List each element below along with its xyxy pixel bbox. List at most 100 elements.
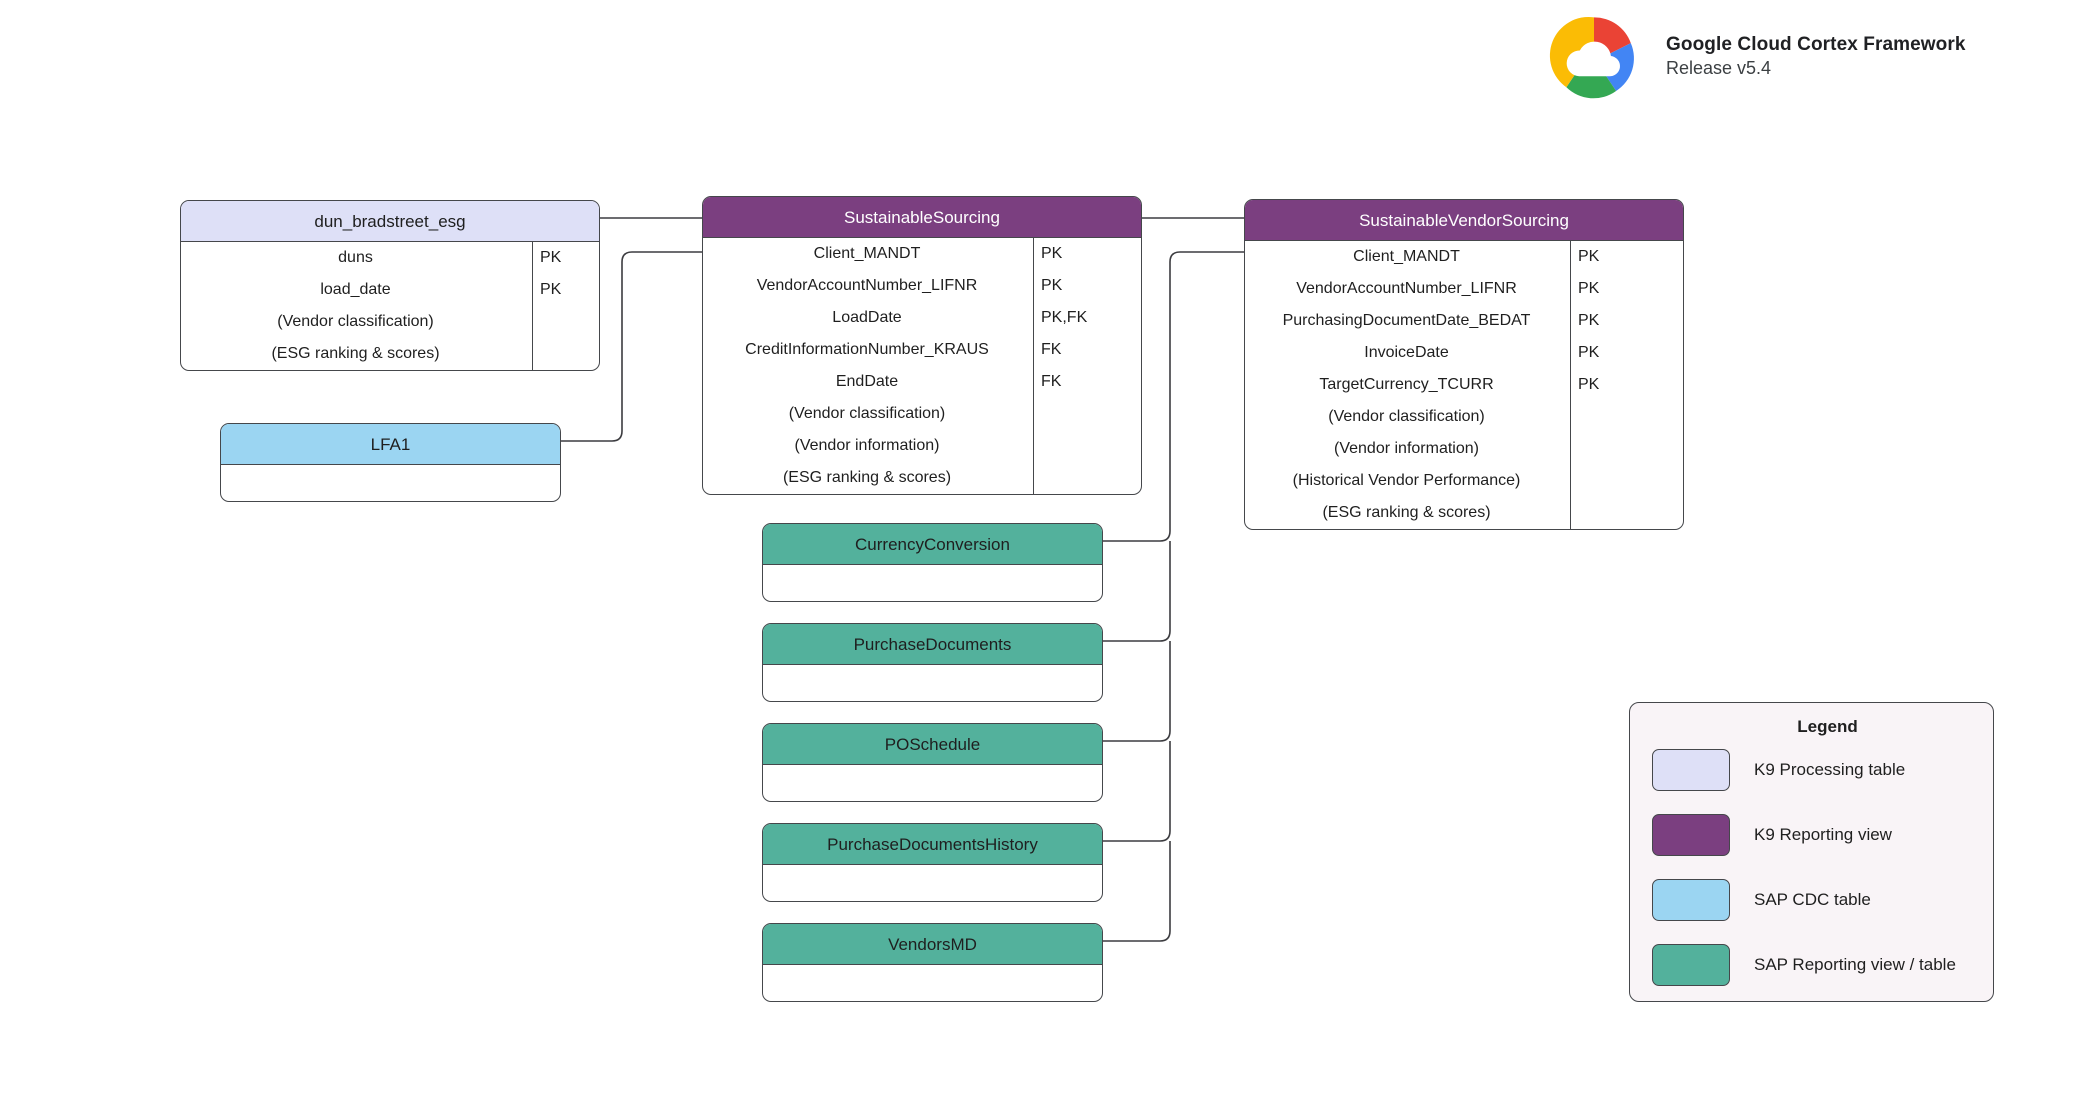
entity-title-SustainableVendorSourcing: SustainableVendorSourcing bbox=[1245, 200, 1683, 241]
table-row: (ESG ranking & scores) bbox=[1245, 497, 1683, 529]
entity-empty-body bbox=[763, 765, 1102, 801]
key-column-divider bbox=[1033, 238, 1034, 494]
entity-body-LFA1 bbox=[221, 465, 560, 501]
entity-POSchedule[interactable]: POSchedule bbox=[762, 723, 1103, 802]
field-key-badge: PK bbox=[540, 281, 562, 298]
entity-title-LFA1: LFA1 bbox=[221, 424, 560, 465]
legend-item-k9view: K9 Reporting view bbox=[1630, 802, 1993, 867]
field-name: (ESG ranking & scores) bbox=[782, 469, 952, 486]
entity-title-dun_bradstreet_esg: dun_bradstreet_esg bbox=[181, 201, 599, 242]
table-row: (ESG ranking & scores) bbox=[181, 338, 599, 370]
entity-CurrencyConversion[interactable]: CurrencyConversion bbox=[762, 523, 1103, 602]
field-name: Client_MANDT bbox=[813, 245, 921, 262]
entity-empty-body bbox=[763, 565, 1102, 601]
entity-empty-body bbox=[763, 865, 1102, 901]
field-name: TargetCurrency_TCURR bbox=[1319, 376, 1494, 393]
connector-POSchedule-to-SustainableVendorSourcing bbox=[1103, 641, 1171, 742]
key-column-divider bbox=[532, 242, 533, 370]
brand-release: Release v5.4 bbox=[1666, 57, 1772, 78]
entity-body-VendorsMD bbox=[763, 965, 1102, 1001]
field-name: VendorAccountNumber_LIFNR bbox=[1296, 280, 1517, 297]
entity-empty-body bbox=[763, 965, 1102, 1001]
connector-PurchaseDocumentsHistory-to-SustainableVendorSourcing bbox=[1103, 741, 1171, 842]
field-name: (Historical Vendor Performance) bbox=[1292, 472, 1521, 489]
legend-swatch bbox=[1652, 878, 1730, 921]
entity-body-PurchaseDocumentsHistory bbox=[763, 865, 1102, 901]
connector-PurchaseDocuments-to-SustainableVendorSourcing bbox=[1103, 541, 1171, 642]
entity-title-CurrencyConversion: CurrencyConversion bbox=[763, 524, 1102, 565]
brand-header: Google Cloud Cortex Framework Release v5… bbox=[1538, 10, 1966, 102]
field-name: EndDate bbox=[835, 373, 899, 390]
field-key-badge: PK bbox=[1041, 245, 1063, 262]
entity-title-VendorsMD: VendorsMD bbox=[763, 924, 1102, 965]
field-key-badge: PK bbox=[540, 249, 562, 266]
legend-item-k9proc: K9 Processing table bbox=[1630, 737, 1993, 802]
table-row: EndDate FK bbox=[703, 366, 1141, 398]
entity-body-CurrencyConversion bbox=[763, 565, 1102, 601]
entity-body-PurchaseDocuments bbox=[763, 665, 1102, 701]
field-key-badge: PK bbox=[1578, 248, 1600, 265]
legend-swatch bbox=[1652, 813, 1730, 856]
legend-label: K9 Processing table bbox=[1754, 759, 1906, 779]
field-name: LoadDate bbox=[832, 309, 902, 326]
table-row: (Vendor classification) bbox=[1245, 401, 1683, 433]
table-row: (Vendor classification) bbox=[703, 398, 1141, 430]
field-name: (ESG ranking & scores) bbox=[271, 345, 440, 362]
field-name: duns bbox=[338, 249, 373, 266]
field-name: (Vendor classification) bbox=[1328, 408, 1485, 425]
table-row: (Historical Vendor Performance) bbox=[1245, 465, 1683, 497]
entity-empty-body bbox=[763, 665, 1102, 701]
entity-empty-body bbox=[221, 465, 560, 501]
key-column-divider bbox=[1570, 241, 1571, 529]
field-key-badge: FK bbox=[1041, 373, 1062, 390]
field-name: PurchasingDocumentDate_BEDAT bbox=[1282, 312, 1531, 329]
entity-title-SustainableSourcing: SustainableSourcing bbox=[703, 197, 1141, 238]
table-row: (Vendor classification) bbox=[181, 306, 599, 338]
field-name: (Vendor information) bbox=[1334, 440, 1479, 457]
entity-PurchaseDocuments[interactable]: PurchaseDocuments bbox=[762, 623, 1103, 702]
field-key-badge: FK bbox=[1041, 341, 1062, 358]
field-key-badge: PK bbox=[1578, 376, 1600, 393]
connector-VendorsMD-to-SustainableVendorSourcing bbox=[1103, 841, 1171, 942]
legend-swatch bbox=[1652, 943, 1730, 986]
table-row: Client_MANDT PK bbox=[1245, 241, 1683, 273]
entity-body-POSchedule bbox=[763, 765, 1102, 801]
table-row: TargetCurrency_TCURR PK bbox=[1245, 369, 1683, 401]
table-row: (Vendor information) bbox=[1245, 433, 1683, 465]
field-name: (Vendor classification) bbox=[788, 405, 946, 422]
field-name: CreditInformationNumber_KRAUS bbox=[745, 341, 989, 358]
entity-LFA1[interactable]: LFA1 bbox=[220, 423, 561, 502]
field-name: VendorAccountNumber_LIFNR bbox=[756, 277, 978, 294]
field-key-badge: PK bbox=[1578, 344, 1600, 361]
legend-item-sapcdc: SAP CDC table bbox=[1630, 867, 1993, 932]
legend-label: SAP CDC table bbox=[1754, 889, 1871, 909]
entity-title-PurchaseDocuments: PurchaseDocuments bbox=[763, 624, 1102, 665]
legend-label: K9 Reporting view bbox=[1754, 824, 1892, 844]
legend-swatch bbox=[1652, 748, 1730, 791]
brand-title: Google Cloud Cortex Framework bbox=[1666, 33, 1966, 55]
field-name: (Vendor information) bbox=[794, 437, 940, 454]
entity-VendorsMD[interactable]: VendorsMD bbox=[762, 923, 1103, 1002]
legend-item-sapview: SAP Reporting view / table bbox=[1630, 932, 1993, 997]
table-row: Client_MANDT PK bbox=[703, 238, 1141, 270]
table-row: (Vendor information) bbox=[703, 430, 1141, 462]
entity-title-PurchaseDocumentsHistory: PurchaseDocumentsHistory bbox=[763, 824, 1102, 865]
google-cloud-logo-icon bbox=[1549, 16, 1634, 99]
field-name: (ESG ranking & scores) bbox=[1322, 504, 1491, 521]
field-name: Client_MANDT bbox=[1353, 248, 1460, 265]
entity-PurchaseDocumentsHistory[interactable]: PurchaseDocumentsHistory bbox=[762, 823, 1103, 902]
legend-label: SAP Reporting view / table bbox=[1754, 954, 1956, 974]
